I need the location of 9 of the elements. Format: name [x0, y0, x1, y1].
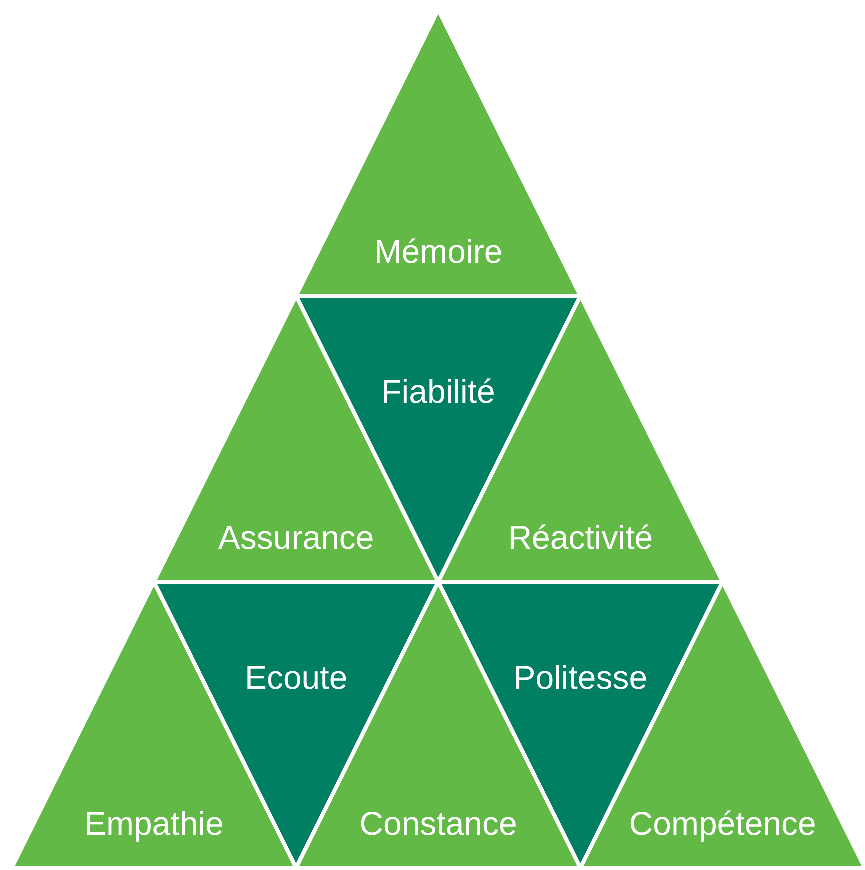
segment-label: Compétence — [629, 805, 816, 844]
segment-label: Fiabilité — [382, 373, 496, 412]
segment-label: Ecoute — [244, 659, 348, 698]
segment-label: Constance — [360, 805, 518, 844]
segment-label: Assurance — [218, 519, 374, 558]
segment-label: Empathie — [84, 805, 224, 844]
segment-label: Réactivité — [508, 519, 654, 558]
segment-label: Mémoire — [374, 233, 503, 272]
segment-label: Politesse — [514, 659, 648, 698]
